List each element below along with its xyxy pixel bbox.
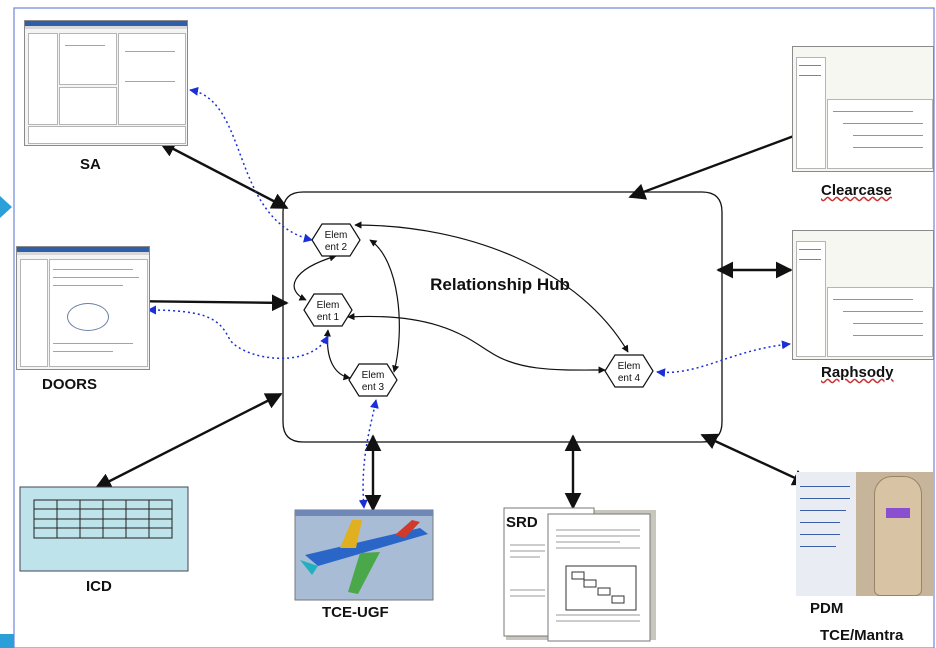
link-e2-e4 [354,221,629,353]
icd-label: ICD [86,578,112,595]
dotted-sa-e2 [189,86,313,243]
tce-ugf-airplane-image [294,509,434,601]
link-e1-e2 [293,254,337,301]
clearcase-screenshot [792,46,934,172]
link-clearcase-hub [628,127,812,200]
element-3-label-line2: ent 3 [362,382,385,393]
element-1-label-line2: ent 1 [317,312,340,323]
srd-document-stack-image [503,507,656,642]
slide-frame [13,7,935,648]
element-3-node[interactable]: Elem ent 3 [348,363,398,397]
pdm-label: PDM [810,600,844,617]
link-icd-hub [94,392,283,490]
srd-label: SRD [506,514,538,531]
clearcase-label: Clearcase [821,182,892,199]
link-doors-hub [122,292,289,312]
sa-screenshot [24,20,188,146]
raphsody-screenshot [792,230,934,360]
link-sa-hub [158,140,289,210]
doors-screenshot [16,246,150,370]
icd-table-image [19,486,189,572]
link-e1-e4 [347,313,606,374]
hub-title: Relationship Hub [430,275,570,294]
doors-label: DOORS [42,376,98,393]
element-4-label-line2: ent 4 [618,373,641,384]
corner-accent [0,634,14,648]
element-2-label-line2: ent 2 [325,242,348,253]
dotted-doors-e1 [147,305,329,359]
element-4-node[interactable]: Elem ent 4 [604,354,654,388]
link-e2-e3 [369,239,400,373]
raphsody-label: Raphsody [821,364,894,381]
element-2-label-line1: Elem [325,230,348,241]
element-2-node[interactable]: Elem ent 2 [311,223,361,257]
element-4-label-line1: Elem [618,361,641,372]
element-3-label-line1: Elem [362,370,385,381]
triangle-bullet-icon [0,196,12,218]
link-pdm-hub [700,433,810,486]
element-1-label-line1: Elem [317,300,340,311]
dotted-e4-raphsody [656,340,791,378]
element-1-node[interactable]: Elem ent 1 [303,293,353,327]
pdm-screenshot [796,472,934,596]
tce-ugf-label: TCE-UGF [322,604,389,621]
sa-label: SA [80,156,101,173]
tce-mantra-label: TCE/Mantra [820,627,904,644]
